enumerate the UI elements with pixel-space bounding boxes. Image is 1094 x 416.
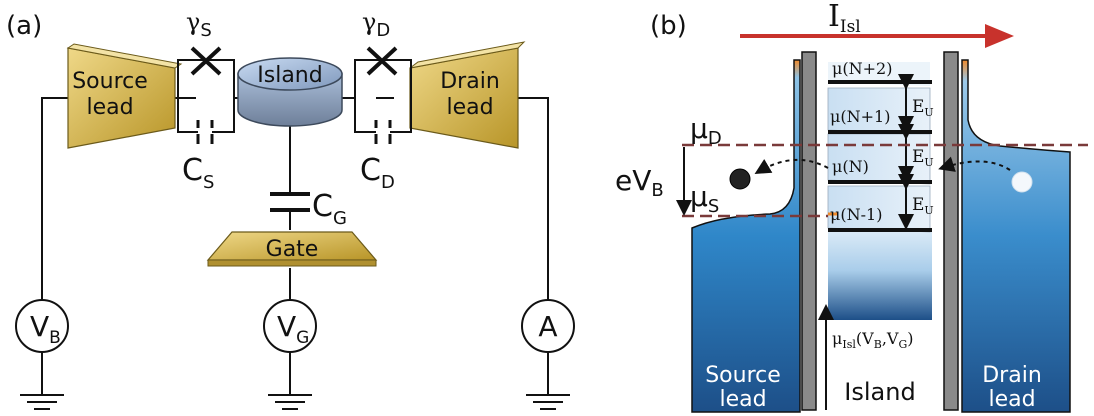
ground-icons	[20, 394, 570, 410]
source-lead-b-line1: Source	[705, 363, 781, 388]
island-b-label: Island	[844, 378, 915, 406]
svg-text:VB: VB	[30, 310, 61, 348]
tunnel-junction-d-icon	[366, 46, 398, 76]
electron-icon	[729, 168, 751, 190]
mu-isl-label: μIsl(VB,VG)	[832, 329, 914, 351]
level-n-plus-1: μ(N+1)	[830, 107, 890, 126]
island-a-label: Island	[257, 63, 322, 88]
drain-lead-a-line1: Drain	[440, 69, 500, 94]
svg-text:A: A	[538, 310, 557, 343]
drain-band: Drain lead	[961, 59, 1071, 413]
panel-a-tag: (a)	[6, 11, 42, 41]
source-barrier	[801, 51, 817, 411]
drain-lead-a: Drain lead	[409, 41, 526, 149]
panel-b-tag: (b)	[650, 11, 687, 41]
tunnel-path-source	[754, 158, 829, 175]
svg-text:VG: VG	[277, 310, 309, 348]
mu-s-label: μS	[690, 180, 719, 217]
tunnel-junction-s-icon	[190, 46, 222, 76]
source-junction	[177, 46, 235, 144]
ev-b-label: eVB	[615, 164, 664, 201]
current-label: IIsl	[828, 0, 861, 37]
e-u-label-1: EU	[912, 97, 934, 119]
source-lead-b-line2: lead	[719, 387, 766, 412]
gamma-d-label: γD	[362, 8, 390, 41]
drain-lead-b-line2: lead	[988, 387, 1035, 412]
voltage-source-vb: VB	[15, 299, 69, 353]
e-u-label-2: EU	[912, 147, 934, 169]
energy-levels	[828, 80, 932, 232]
e-u-label-3: EU	[912, 195, 934, 217]
gate-plate: Gate	[206, 231, 378, 267]
drain-barrier	[943, 51, 959, 411]
source-band: Source lead	[691, 59, 801, 413]
current-arrow	[740, 24, 1014, 48]
level-n-minus-1: μ(N-1)	[830, 205, 882, 224]
hole-icon	[1011, 171, 1033, 193]
gate-label: Gate	[266, 237, 319, 262]
gate-capacitor	[270, 192, 310, 212]
ammeter: A	[521, 299, 575, 353]
mu-d-label: μD	[690, 112, 722, 149]
source-lead-a-line2: lead	[86, 95, 133, 120]
circuit-wires	[41, 97, 549, 395]
drain-lead-b-line1: Drain	[982, 363, 1042, 388]
drain-junction	[354, 46, 412, 144]
level-n-plus-2: μ(N+2)	[832, 59, 892, 78]
c-d-label: CD	[360, 153, 395, 193]
source-lead-a-line1: Source	[72, 69, 148, 94]
drain-lead-a-line2: lead	[446, 95, 493, 120]
c-g-label: CG	[312, 189, 347, 229]
voltage-source-vg: VG	[263, 299, 317, 353]
c-s-label: CS	[182, 153, 214, 193]
gamma-s-label: γS	[186, 8, 212, 41]
source-lead-a: Source lead	[66, 43, 183, 149]
level-n: μ(N)	[832, 157, 869, 176]
island-cylinder: Island	[237, 57, 343, 127]
